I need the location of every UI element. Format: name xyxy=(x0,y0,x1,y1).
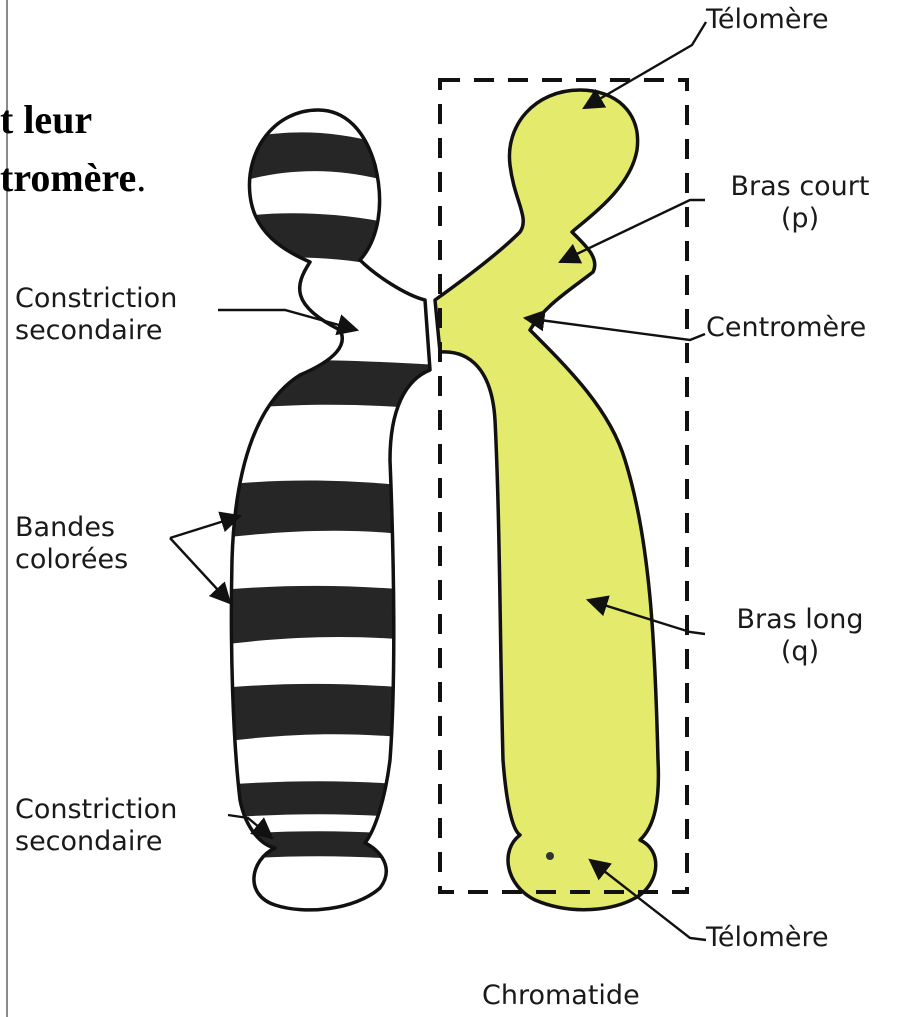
label-bandes: Bandes colorées xyxy=(15,512,128,577)
left-chromatid xyxy=(220,110,440,910)
label-constriction-bottom-line-1: Constriction xyxy=(15,794,177,826)
label-telomere-top: Télomère xyxy=(706,4,829,36)
label-constriction-top-line-2: secondaire xyxy=(15,315,177,347)
band xyxy=(220,481,410,538)
band xyxy=(220,586,410,645)
label-constriction-bottom-line-2: secondaire xyxy=(15,826,177,858)
label-constriction-top-line-1: Constriction xyxy=(15,283,177,315)
band xyxy=(220,684,410,742)
label-bras-long: Bras long (q) xyxy=(700,604,900,669)
band xyxy=(220,360,440,410)
right-chromatid-body xyxy=(435,90,658,910)
label-telomere-bottom: Télomère xyxy=(706,922,829,954)
label-bras-court: Bras court (p) xyxy=(700,171,900,236)
right-chromatid xyxy=(435,90,658,910)
arrow-bandes-1 xyxy=(170,516,240,538)
label-bras-long-line-1: Bras long xyxy=(700,604,900,636)
label-constriction-bottom: Constriction secondaire xyxy=(15,794,177,859)
arrow-bandes-2 xyxy=(170,538,230,603)
label-bras-court-line-2: (p) xyxy=(700,203,900,235)
label-bras-long-line-2: (q) xyxy=(700,636,900,668)
label-bandes-line-2: colorées xyxy=(15,544,128,576)
label-bras-court-line-1: Bras court xyxy=(700,171,900,203)
label-bandes-line-1: Bandes xyxy=(15,512,128,544)
label-centromere: Centromère xyxy=(706,312,866,344)
arrow-centromere xyxy=(525,318,705,340)
label-chromatide: Chromatide xyxy=(482,980,640,1012)
label-constriction-top: Constriction secondaire xyxy=(15,283,177,348)
telomere-dot xyxy=(546,852,554,860)
